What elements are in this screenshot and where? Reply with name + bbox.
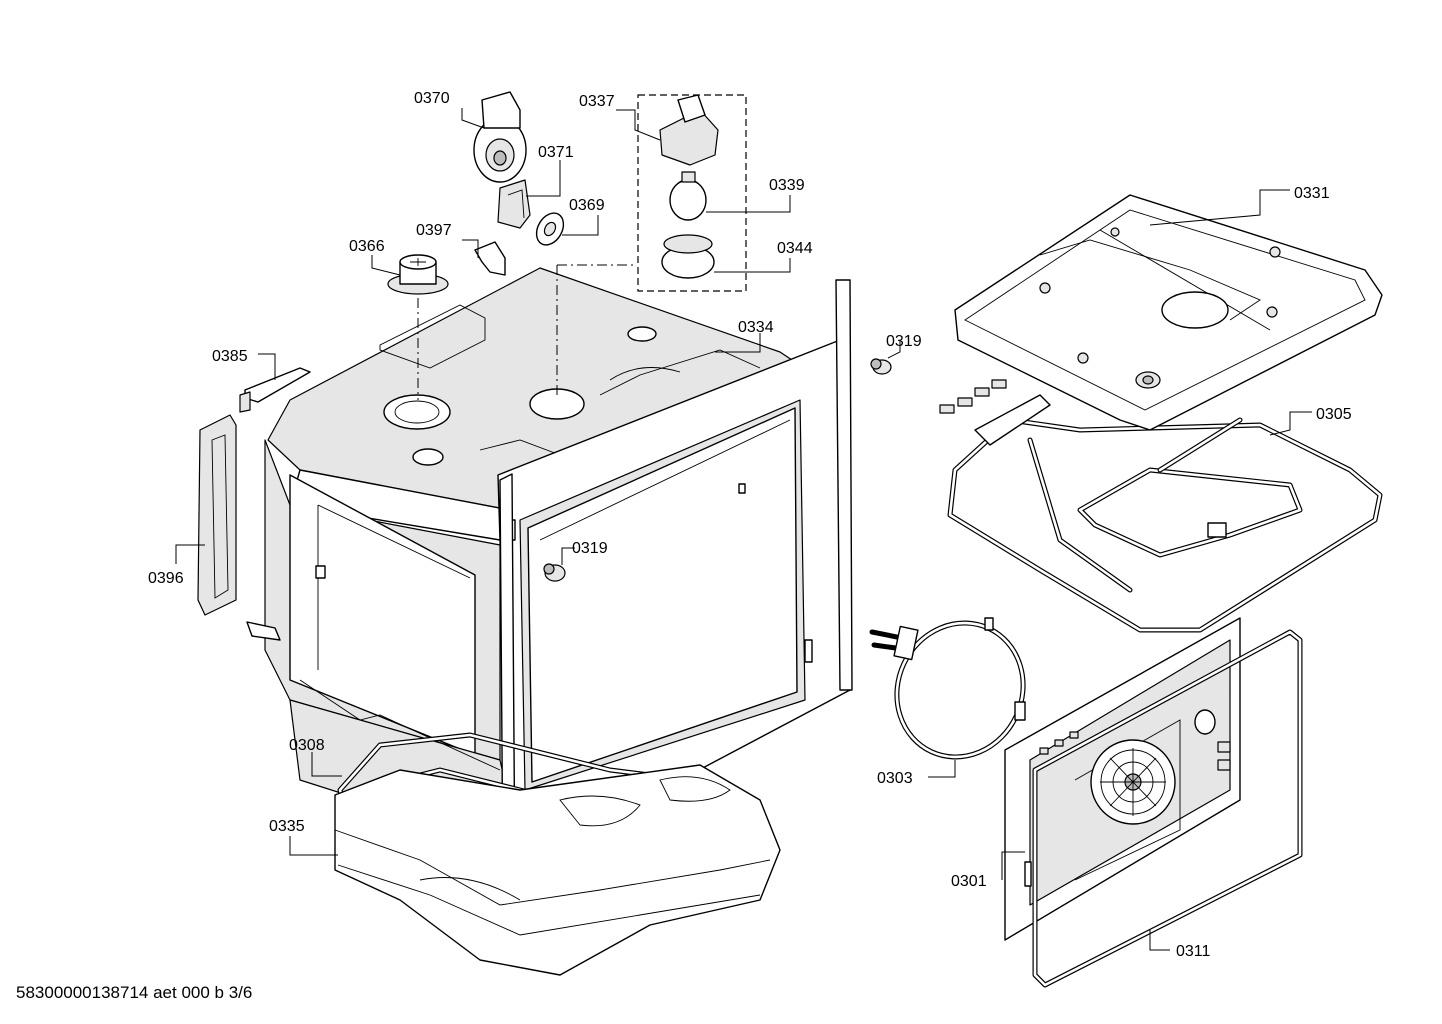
label-0396: 0396 bbox=[148, 570, 184, 587]
label-0339: 0339 bbox=[769, 177, 805, 194]
label-0385: 0385 bbox=[212, 348, 248, 365]
screw-0319-upper bbox=[870, 358, 892, 375]
label-0303: 0303 bbox=[877, 770, 913, 787]
bracket-0396 bbox=[197, 414, 237, 616]
oven-muffle bbox=[246, 267, 853, 886]
label-0301: 0301 bbox=[951, 873, 987, 890]
fitting-0366 bbox=[387, 254, 449, 295]
label-0370: 0370 bbox=[414, 90, 450, 107]
label-0369: 0369 bbox=[569, 197, 605, 214]
label-0335: 0335 bbox=[269, 818, 305, 835]
lamp-assembly-0337 bbox=[637, 94, 747, 292]
rear-ring-heater bbox=[869, 617, 1026, 760]
top-cover-plate bbox=[954, 194, 1383, 431]
part-labels: 0370 0337 0371 0339 0369 0397 0366 0344 … bbox=[148, 90, 1352, 960]
rear-panel bbox=[1004, 617, 1241, 941]
label-0331: 0331 bbox=[1294, 185, 1330, 202]
label-0319-lower: 0319 bbox=[572, 540, 608, 557]
label-0308: 0308 bbox=[289, 737, 325, 754]
label-0305: 0305 bbox=[1316, 406, 1352, 423]
insulation-mat bbox=[334, 764, 781, 976]
label-0371: 0371 bbox=[538, 144, 574, 161]
leader-lines bbox=[175, 108, 1312, 951]
label-0344: 0344 bbox=[777, 240, 813, 257]
document-footer-code: 58300000138714 aet 000 b 3/6 bbox=[16, 983, 252, 1002]
clip-0397 bbox=[474, 241, 506, 276]
bracket-0371 bbox=[497, 179, 531, 229]
top-grill-heater bbox=[939, 379, 1383, 633]
label-0366: 0366 bbox=[349, 238, 385, 255]
seal-ring-0369 bbox=[535, 212, 565, 246]
label-0334: 0334 bbox=[738, 319, 774, 336]
thermostat-0370 bbox=[473, 91, 527, 183]
door-seal bbox=[1032, 629, 1303, 988]
label-0311: 0311 bbox=[1176, 943, 1211, 960]
label-0319-upper: 0319 bbox=[886, 333, 922, 350]
bracket-0385 bbox=[239, 367, 311, 413]
screw-0319-lower bbox=[543, 563, 566, 582]
label-0397: 0397 bbox=[416, 222, 452, 239]
label-0337: 0337 bbox=[579, 93, 615, 110]
